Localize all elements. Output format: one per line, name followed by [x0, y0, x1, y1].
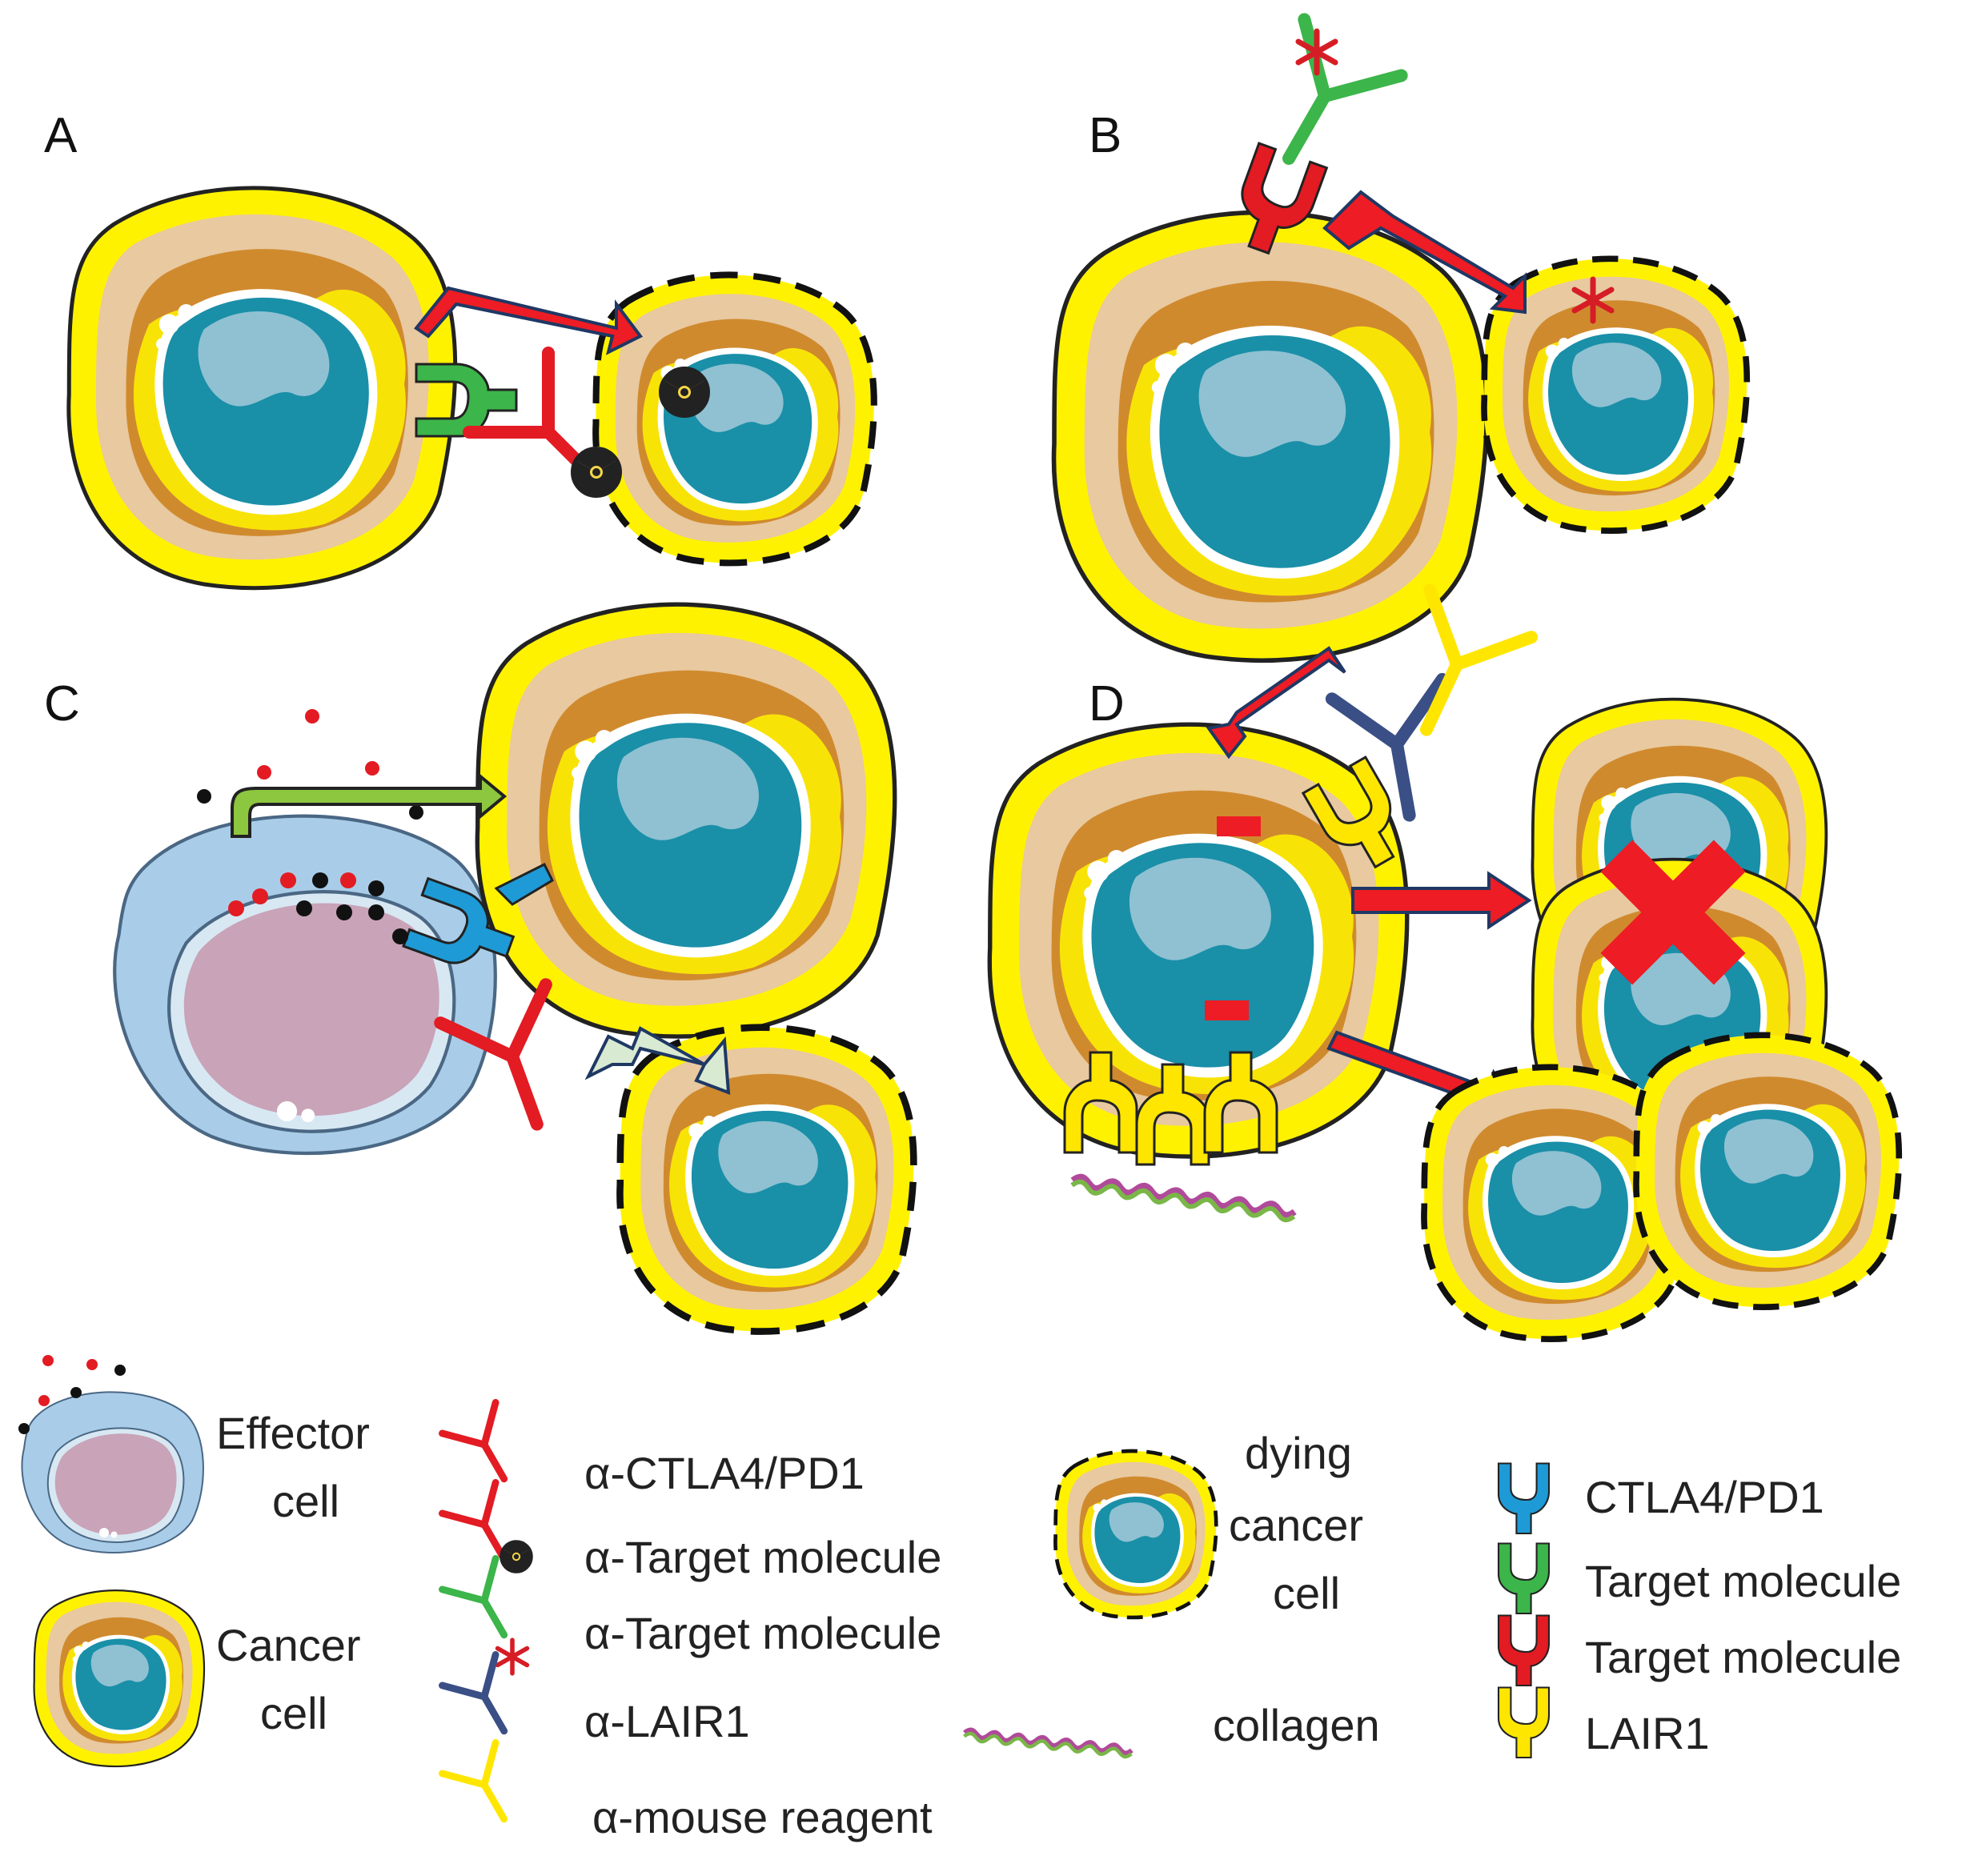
legend-effector-cell-label: Effector: [216, 1408, 370, 1458]
legend: Effector cell Cancer cell α-CTLA4/PD1 α-…: [18, 1355, 1901, 1842]
legend-antibody-target-radio-label: α-Target molecule: [584, 1532, 941, 1582]
legend-dying-cell-label-3: cell: [1273, 1568, 1340, 1618]
legend-antibody-anti-mouse-icon: [442, 1742, 531, 1834]
cancer-cell: [477, 604, 894, 1036]
cancer-cell: [1054, 212, 1487, 660]
dying-cancer-cell: [1636, 1035, 1899, 1307]
cancer-cell: [989, 724, 1406, 1156]
legend-antibody-lair1-label: α-LAIR1: [584, 1696, 750, 1746]
legend-antibody-anti-mouse-label: α-mouse reagent: [592, 1792, 933, 1842]
panel-a: [69, 188, 874, 588]
legend-effector-cell-label-2: cell: [272, 1476, 339, 1526]
ligand-receptor: [494, 862, 554, 906]
secretion-arrow: [231, 772, 508, 838]
panel-label-d: D: [1089, 676, 1125, 732]
asterisk-icon: [498, 1640, 528, 1674]
effector-cell: [114, 816, 496, 1153]
legend-cancer-cell-icon: [33, 1589, 206, 1768]
legend-ctla4-pd1-label: CTLA4/PD1: [1585, 1472, 1824, 1522]
bidirectional-arrow: [414, 286, 644, 355]
legend-dying-cell-icon: [1055, 1451, 1216, 1617]
legend-antibody-target-labeled-label: α-Target molecule: [584, 1608, 941, 1658]
legend-antibody-lair1-icon: [442, 1654, 531, 1746]
legend-target-green-label: Target molecule: [1585, 1556, 1901, 1606]
bidirectional-arrow: [1322, 190, 1527, 315]
radioactive-icon: [495, 1540, 538, 1577]
panel-b: [1054, 19, 1747, 660]
panel-d: [989, 590, 1899, 1339]
legend-cancer-cell-label: Cancer: [216, 1620, 361, 1670]
legend-effector-cell-icon: [21, 1391, 204, 1553]
legend-collagen-icon: [964, 1730, 1132, 1758]
legend-antibody-ctla4-pd1-label: α-CTLA4/PD1: [584, 1448, 865, 1498]
minus-marker-icon: [1217, 816, 1261, 836]
cross-mark-icon: [1600, 840, 1746, 985]
legend-antibody-ctla4-pd1-icon: [442, 1402, 531, 1494]
legend-collagen-label: collagen: [1213, 1700, 1380, 1750]
granules: [197, 709, 423, 944]
legend-target-green-icon: [1497, 1542, 1551, 1615]
collagen-fiber: [1071, 1176, 1295, 1221]
legend-lair1-label: LAIR1: [1585, 1708, 1710, 1758]
cancer-cell: [69, 188, 455, 588]
legend-target-red-label: Target molecule: [1585, 1632, 1901, 1682]
panel-label-a: A: [44, 108, 78, 163]
legend-cancer-cell-label-2: cell: [260, 1688, 327, 1738]
legend-lair1-icon: [1497, 1686, 1551, 1759]
proliferation-arrow: [1351, 871, 1532, 930]
legend-target-red-icon: [1497, 1614, 1551, 1687]
legend-dying-cell-label-2: cancer: [1229, 1500, 1363, 1550]
minus-marker-icon: [1205, 1000, 1249, 1020]
panel-c: [114, 604, 913, 1331]
dying-cancer-cell: [596, 275, 874, 563]
legend-dying-cell-label: dying: [1245, 1428, 1352, 1478]
panel-label-c: C: [44, 676, 80, 732]
panel-label-b: B: [1089, 108, 1121, 163]
binding-arrow: [1206, 646, 1346, 760]
dying-cancer-cell: [620, 1028, 913, 1332]
legend-ctla4-pd1-icon: [1497, 1462, 1551, 1535]
bidirectional-arrow: [584, 1026, 731, 1095]
legend-granules: [18, 1355, 126, 1434]
